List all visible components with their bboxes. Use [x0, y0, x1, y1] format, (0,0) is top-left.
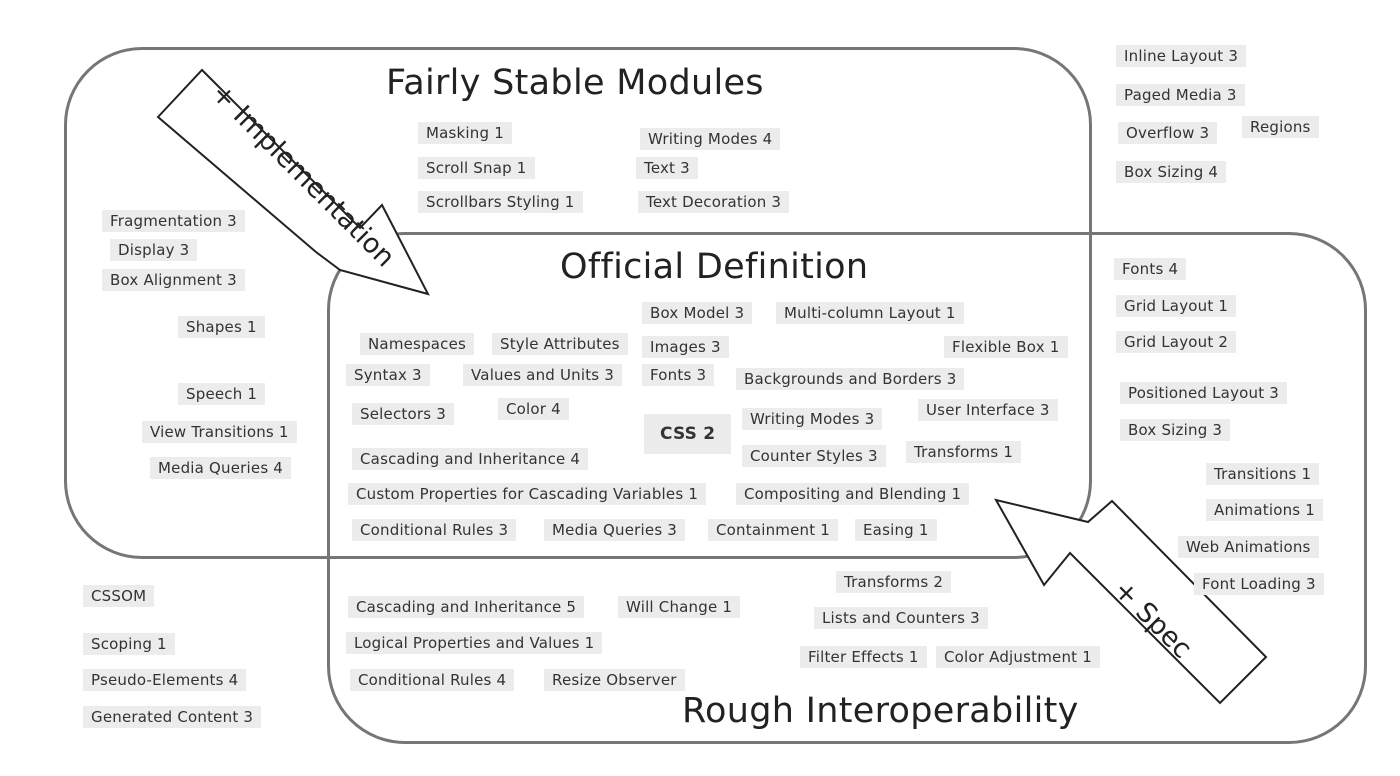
module-tag: View Transitions 1 — [142, 421, 297, 443]
module-tag: Containment 1 — [708, 519, 839, 541]
module-tag: Pseudo-Elements 4 — [83, 669, 247, 691]
module-tag: Media Queries 3 — [544, 519, 686, 541]
module-tag: CSSOM — [83, 585, 155, 607]
official-definition-title: Official Definition — [560, 247, 869, 287]
module-tag: Box Sizing 3 — [1120, 419, 1231, 441]
module-tag: Cascading and Inheritance 4 — [352, 448, 589, 470]
module-tag: Flexible Box 1 — [944, 336, 1068, 358]
module-tag-css2: CSS 2 — [644, 414, 732, 454]
module-tag: Compositing and Blending 1 — [736, 483, 970, 505]
module-tag: Style Attributes — [492, 333, 628, 355]
module-tag: Media Queries 4 — [150, 457, 292, 479]
module-tag: Animations 1 — [1206, 499, 1323, 521]
module-tag: Masking 1 — [418, 122, 512, 144]
stable-modules-title: Fairly Stable Modules — [386, 63, 764, 103]
stable-modules-region — [64, 47, 1092, 559]
module-tag: Multi-column Layout 1 — [776, 302, 964, 324]
module-tag: Will Change 1 — [618, 596, 741, 618]
rough-interoperability-region — [327, 232, 1367, 744]
module-tag: Color Adjustment 1 — [936, 646, 1100, 668]
module-tag: Overflow 3 — [1118, 122, 1218, 144]
module-tag: Font Loading 3 — [1194, 573, 1324, 595]
module-tag: User Interface 3 — [918, 399, 1058, 421]
module-tag: Lists and Counters 3 — [814, 607, 988, 629]
module-tag: Backgrounds and Borders 3 — [736, 368, 965, 390]
module-tag: Text Decoration 3 — [638, 191, 790, 213]
module-tag: Generated Content 3 — [83, 706, 262, 728]
module-tag: Values and Units 3 — [463, 364, 623, 386]
module-tag: Resize Observer — [544, 669, 685, 691]
module-tag: Logical Properties and Values 1 — [346, 632, 603, 654]
module-tag: Grid Layout 1 — [1116, 295, 1237, 317]
module-tag: Writing Modes 4 — [640, 128, 781, 150]
module-tag: Fonts 4 — [1114, 258, 1187, 280]
module-tag: Box Alignment 3 — [102, 269, 245, 291]
module-tag: Easing 1 — [855, 519, 937, 541]
module-tag: Namespaces — [360, 333, 475, 355]
module-tag: Scoping 1 — [83, 633, 175, 655]
module-tag: Fonts 3 — [642, 364, 715, 386]
module-tag: Transitions 1 — [1206, 463, 1320, 485]
module-tag: Speech 1 — [178, 383, 266, 405]
module-tag: Syntax 3 — [346, 364, 430, 386]
module-tag: Shapes 1 — [178, 316, 265, 338]
module-tag: Counter Styles 3 — [742, 445, 886, 467]
module-tag: Conditional Rules 3 — [352, 519, 517, 541]
module-tag: Regions — [1242, 116, 1319, 138]
module-tag: Display 3 — [110, 239, 198, 261]
module-tag: Positioned Layout 3 — [1120, 382, 1288, 404]
module-tag: Selectors 3 — [352, 403, 454, 425]
module-tag: Cascading and Inheritance 5 — [348, 596, 585, 618]
module-tag: Custom Properties for Cascading Variable… — [348, 483, 707, 505]
module-tag: Transforms 1 — [906, 441, 1022, 463]
module-tag: Writing Modes 3 — [742, 408, 883, 430]
module-tag: Images 3 — [642, 336, 729, 358]
module-tag: Box Sizing 4 — [1116, 161, 1227, 183]
module-tag: Paged Media 3 — [1116, 84, 1245, 106]
module-tag: Grid Layout 2 — [1116, 331, 1237, 353]
module-tag: Fragmentation 3 — [102, 210, 245, 232]
module-tag: Filter Effects 1 — [800, 646, 927, 668]
module-tag: Box Model 3 — [642, 302, 753, 324]
module-tag: Color 4 — [498, 398, 569, 420]
module-tag: Text 3 — [636, 157, 698, 179]
module-tag: Transforms 2 — [836, 571, 952, 593]
module-tag: Inline Layout 3 — [1116, 45, 1247, 67]
module-tag: Conditional Rules 4 — [350, 669, 515, 691]
rough-interoperability-title: Rough Interoperability — [682, 691, 1079, 731]
module-tag: Web Animations — [1178, 536, 1319, 558]
module-tag: Scrollbars Styling 1 — [418, 191, 583, 213]
module-tag: Scroll Snap 1 — [418, 157, 535, 179]
